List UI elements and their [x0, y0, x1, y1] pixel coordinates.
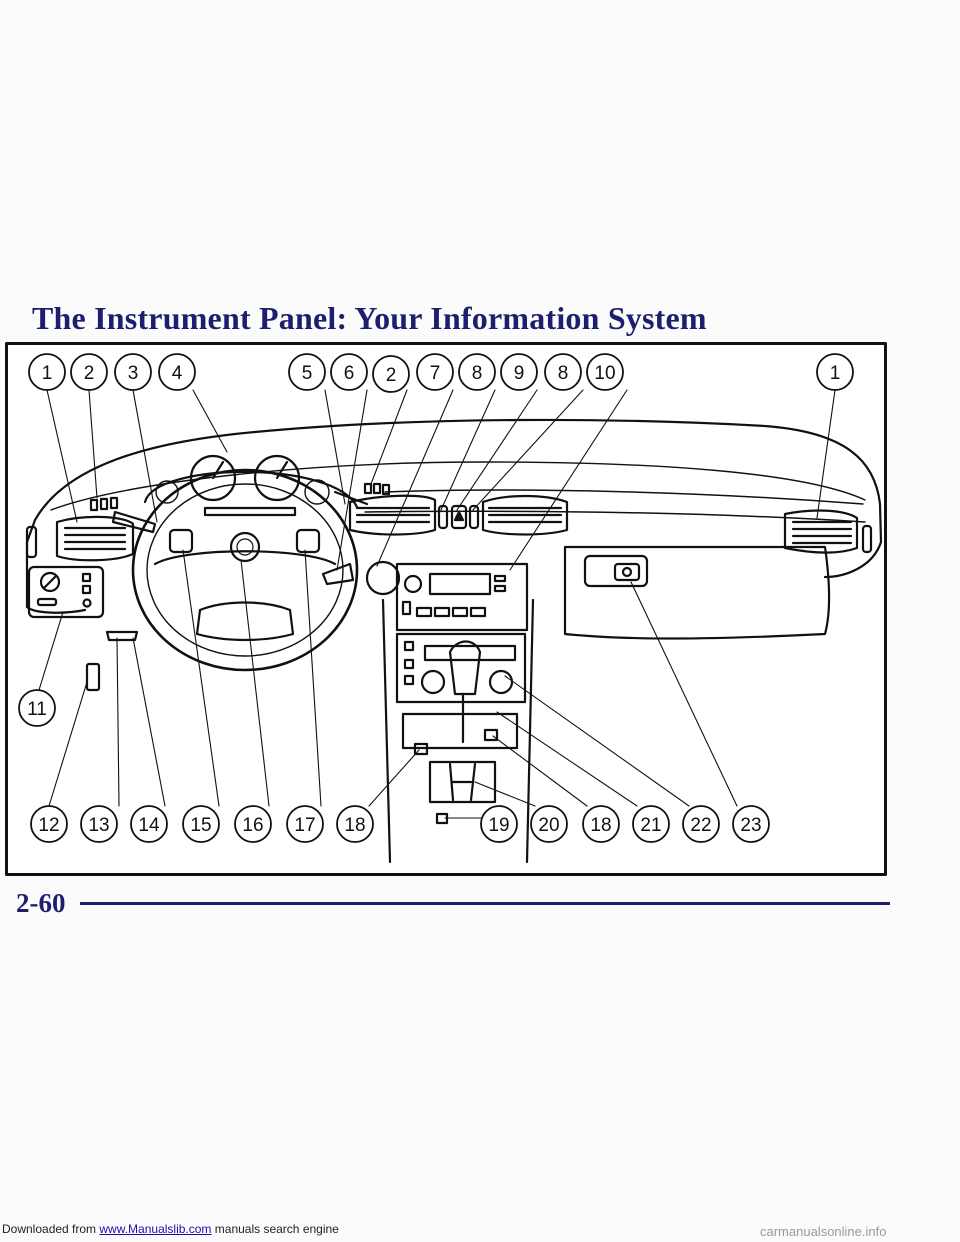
callout-2b: 2 [386, 365, 397, 386]
footer-rule [80, 902, 890, 905]
callout-18a: 18 [344, 815, 365, 836]
callout-4: 4 [172, 363, 183, 384]
callout-circle [28, 353, 66, 391]
manualslib-link[interactable]: www.Manualslib.com [99, 1222, 212, 1236]
footer-prefix: Downloaded from [2, 1222, 100, 1236]
callout-16: 16 [242, 815, 263, 836]
callout-22: 22 [690, 815, 711, 836]
callout-11: 11 [27, 699, 47, 720]
callout-13: 13 [88, 815, 109, 836]
callout-10: 10 [594, 363, 615, 384]
callout-18b: 18 [590, 815, 611, 836]
callout-23: 23 [740, 815, 761, 836]
callout-9: 9 [514, 363, 525, 384]
page-title: The Instrument Panel: Your Information S… [32, 300, 707, 336]
footer-suffix: manuals search engine [211, 1222, 339, 1236]
callout-2a: 2 [84, 363, 95, 384]
callout-8b: 8 [558, 363, 569, 384]
callout-6: 6 [344, 363, 355, 384]
watermark: carmanualsonline.info [760, 1224, 887, 1239]
callout-3: 3 [128, 363, 139, 384]
callout-8a: 8 [472, 363, 483, 384]
instrument-panel-diagram: 1 2 3 4 5 6 2 7 8 9 8 10 1 11 12 13 14 1… [5, 342, 887, 876]
download-footer: Downloaded from www.Manualslib.com manua… [2, 1222, 886, 1239]
page-number: 2-60 [16, 888, 66, 918]
callout-15: 15 [190, 815, 211, 836]
callout-17: 17 [294, 815, 315, 836]
callout-19: 19 [488, 815, 509, 836]
callout-7: 7 [430, 363, 441, 384]
callout-12: 12 [38, 815, 59, 836]
callout-1b: 1 [830, 363, 841, 384]
callout-20: 20 [538, 815, 559, 836]
callout-1a: 1 [42, 363, 53, 384]
callout-21: 21 [640, 815, 661, 836]
callout-14: 14 [138, 815, 160, 836]
callout-5: 5 [302, 363, 313, 384]
